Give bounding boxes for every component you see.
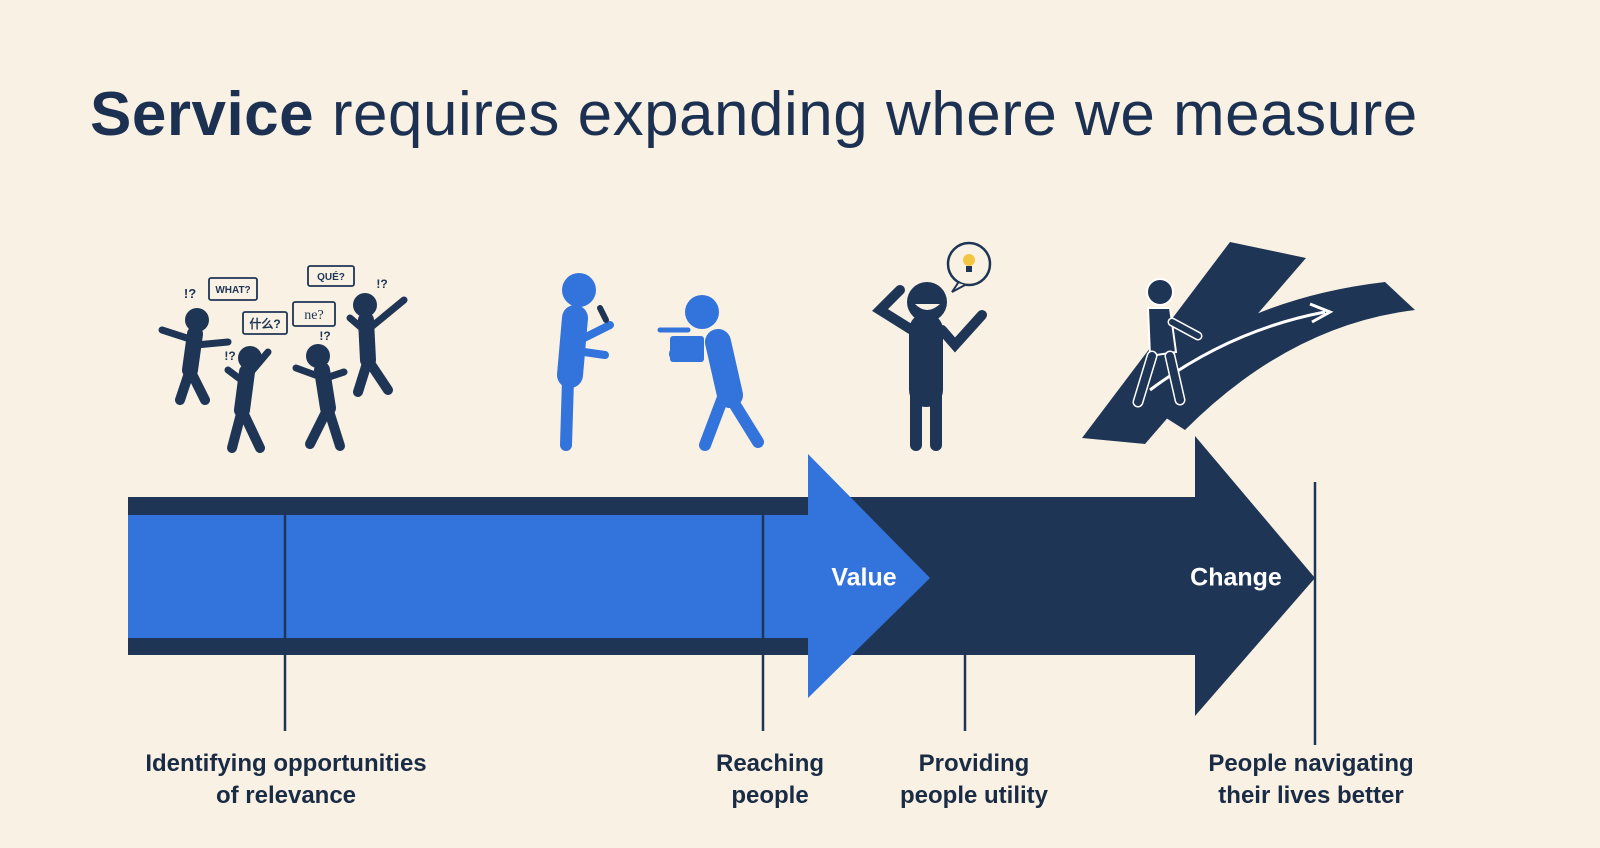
path-forward-icon <box>1082 242 1415 444</box>
stage-label-line: of relevance <box>215 782 357 809</box>
bubble-what: WHAT? <box>215 285 250 296</box>
stage-label-utility: Providing people utility <box>900 748 1048 812</box>
stage-label-line: Identifying opportunities <box>145 750 427 777</box>
value-arrow <box>128 454 930 698</box>
stage-label-line: Reaching <box>715 750 825 777</box>
bubble-chinese: 什么? <box>249 316 280 331</box>
stage-label-reaching: Reaching people <box>716 748 824 812</box>
bubble-que: QUÉ? <box>317 270 345 283</box>
stage-label-line: Providing <box>918 750 1030 777</box>
stage-label-line: people utility <box>899 782 1049 809</box>
stage-label-line: their lives better <box>1218 782 1404 809</box>
bubble-ne: ne? <box>304 308 323 323</box>
bubble-exclaim-4: !? <box>376 277 387 291</box>
page-title: Service requires expanding where we meas… <box>90 84 1418 146</box>
title-rest: requires expanding where we measure <box>331 80 1418 149</box>
bubble-exclaim-2: !? <box>224 349 235 363</box>
bubble-exclaim-3: !? <box>319 329 330 343</box>
stage-label-line: People navigating <box>1208 750 1414 777</box>
title-emphasis: Service <box>90 80 315 149</box>
speech-bubble-texts: WHAT? 什么? ne? QUÉ? !? !? !? !? <box>184 270 388 363</box>
bubble-exclaim-1: !? <box>184 286 196 301</box>
stage-label-relevance: Identifying opportunities of relevance <box>145 748 426 812</box>
interview-icon <box>557 273 764 451</box>
value-arrow-label: Value <box>831 563 897 592</box>
stage-label-line: people <box>731 782 809 809</box>
stage-label-navigating: People navigating their lives better <box>1208 748 1413 812</box>
change-arrow-label: Change <box>1190 563 1282 592</box>
idea-person-icon <box>872 241 992 451</box>
confused-people-icon <box>158 265 408 453</box>
